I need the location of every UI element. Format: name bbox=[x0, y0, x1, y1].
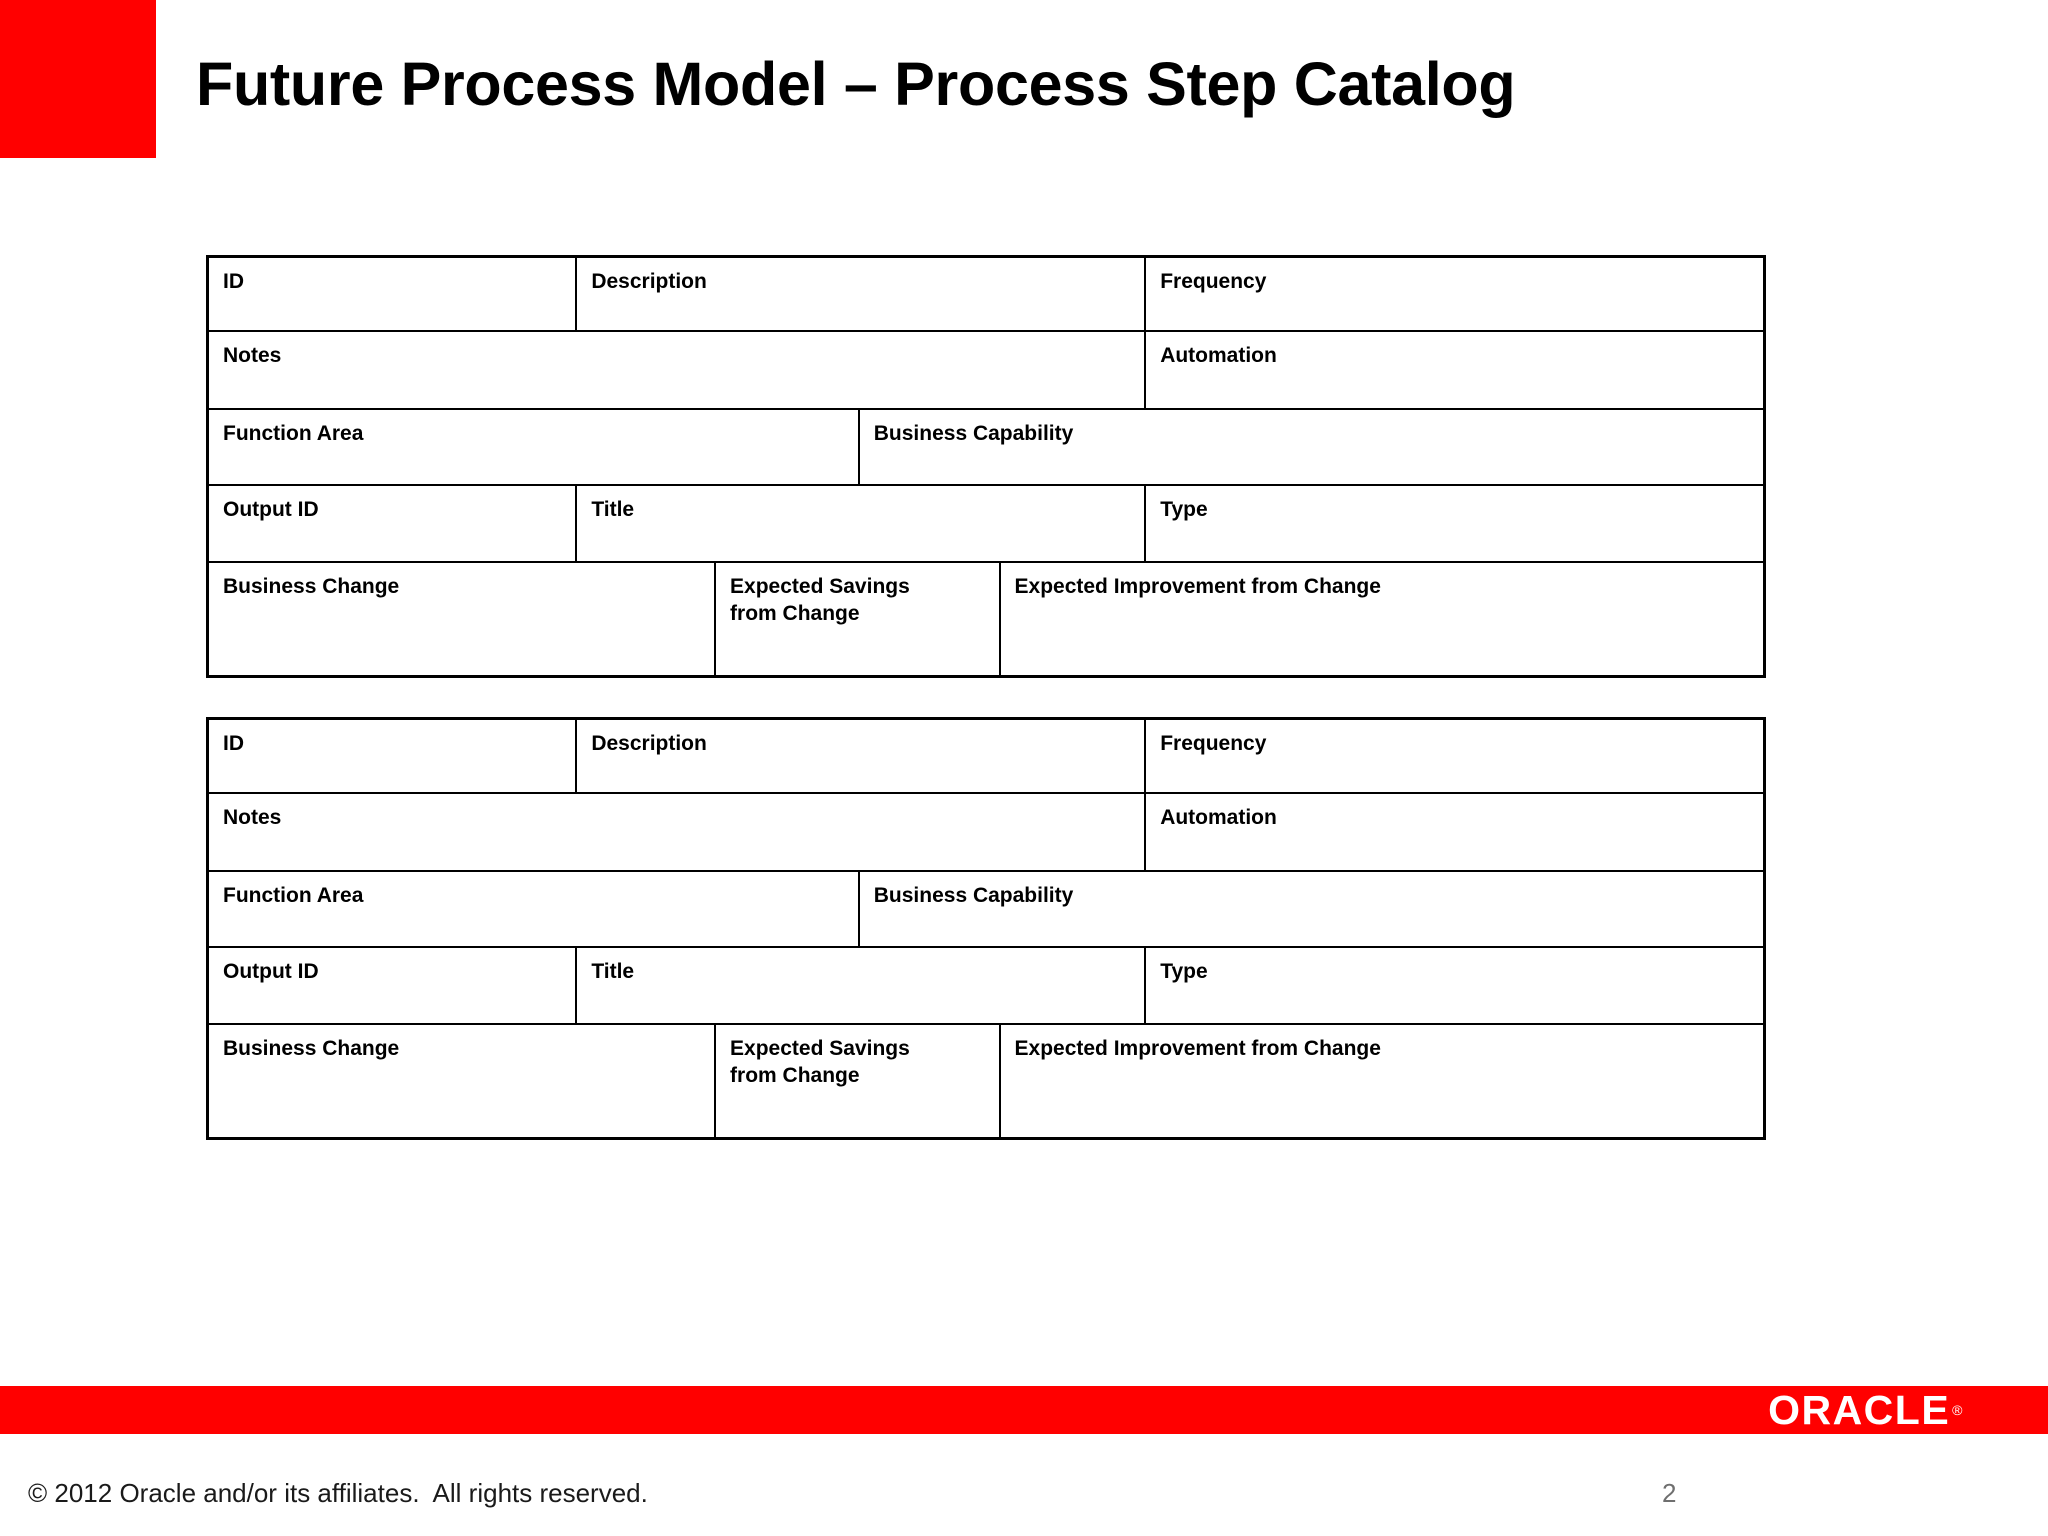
table-row: Notes Automation bbox=[209, 794, 1763, 872]
cell-automation[interactable]: Automation bbox=[1160, 344, 1277, 367]
oracle-logo: ORACLE® bbox=[1768, 1388, 1964, 1432]
cell-automation[interactable]: Automation bbox=[1160, 806, 1277, 829]
cell-id[interactable]: ID bbox=[209, 720, 578, 792]
oracle-wordmark: ORACLE bbox=[1768, 1386, 1951, 1433]
cell-expected-improvement[interactable]: Expected Improvement from Change bbox=[1014, 575, 1381, 598]
table-row: ID Description Frequency bbox=[209, 258, 1763, 332]
table-row: Business Change Expected Savings from Ch… bbox=[209, 1025, 1763, 1137]
process-step-catalog-table-2: ID Description Frequency Notes Automatio… bbox=[206, 717, 1766, 1140]
cell-frequency[interactable]: Frequency bbox=[1160, 732, 1267, 755]
cell-expected-savings[interactable]: Expected Savings from Change bbox=[716, 563, 1001, 675]
cell-id[interactable]: ID bbox=[209, 258, 578, 330]
cell-business-change[interactable]: Business Change bbox=[209, 563, 717, 675]
cell-description[interactable]: Description bbox=[577, 720, 1147, 792]
cell-expected-savings[interactable]: Expected Savings from Change bbox=[716, 1025, 1001, 1137]
cell-frequency[interactable]: Frequency bbox=[1160, 270, 1267, 293]
cell-function-area[interactable]: Function Area bbox=[209, 410, 860, 484]
table-row: Output ID Title Type bbox=[209, 486, 1763, 563]
registered-trademark-icon: ® bbox=[1952, 1402, 1964, 1418]
expected-savings-line-2: from Change bbox=[730, 1064, 860, 1088]
cell-notes[interactable]: Notes bbox=[209, 332, 1147, 408]
cell-notes[interactable]: Notes bbox=[209, 794, 1147, 870]
cell-description[interactable]: Description bbox=[577, 258, 1147, 330]
expected-savings-line-1: Expected Savings bbox=[730, 1037, 910, 1060]
cell-title[interactable]: Title bbox=[577, 486, 1147, 561]
cell-function-area[interactable]: Function Area bbox=[209, 872, 860, 946]
table-row: Business Change Expected Savings from Ch… bbox=[209, 563, 1763, 675]
cell-output-id[interactable]: Output ID bbox=[209, 948, 578, 1023]
cell-expected-improvement[interactable]: Expected Improvement from Change bbox=[1014, 1037, 1381, 1060]
cell-type[interactable]: Type bbox=[1160, 498, 1208, 521]
red-corner-block bbox=[0, 0, 156, 158]
table-row: Notes Automation bbox=[209, 332, 1763, 410]
cell-business-change[interactable]: Business Change bbox=[209, 1025, 717, 1137]
page-number: 2 bbox=[1662, 1478, 1677, 1508]
table-row: ID Description Frequency bbox=[209, 720, 1763, 794]
cell-type[interactable]: Type bbox=[1160, 960, 1208, 983]
expected-savings-line-2: from Change bbox=[730, 602, 860, 626]
table-row: Output ID Title Type bbox=[209, 948, 1763, 1025]
cell-output-id[interactable]: Output ID bbox=[209, 486, 578, 561]
process-step-catalog-table-1: ID Description Frequency Notes Automatio… bbox=[206, 255, 1766, 678]
page-title: Future Process Model – Process Step Cata… bbox=[196, 50, 1516, 118]
table-row: Function Area Business Capability bbox=[209, 410, 1763, 486]
footer-red-bar bbox=[0, 1386, 2048, 1434]
copyright-text: © 2012 Oracle and/or its affiliates. All… bbox=[28, 1478, 648, 1508]
cell-business-capability[interactable]: Business Capability bbox=[873, 422, 1074, 445]
expected-savings-line-1: Expected Savings bbox=[730, 575, 910, 598]
table-row: Function Area Business Capability bbox=[209, 872, 1763, 948]
cell-business-capability[interactable]: Business Capability bbox=[873, 884, 1074, 907]
cell-title[interactable]: Title bbox=[577, 948, 1147, 1023]
